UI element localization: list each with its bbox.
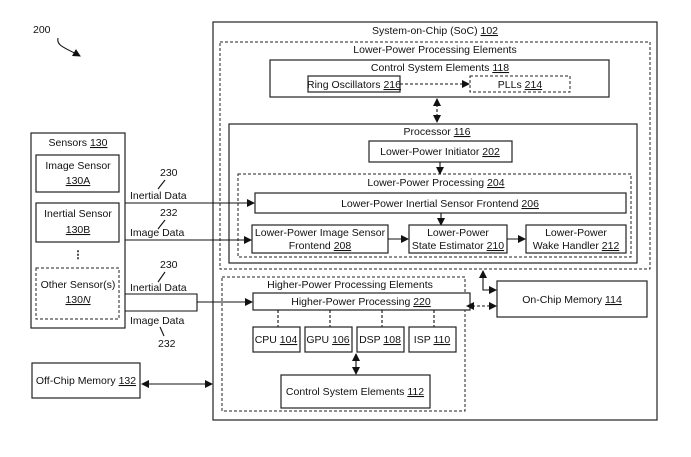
lpp-box [237, 173, 632, 258]
processor-title: Processor 116 [404, 126, 471, 138]
image-frontend-line1: Lower-Power Image Sensor [255, 227, 386, 239]
ref-232-bottom: 232 [158, 338, 176, 350]
hpp-label: Higher-Power Processing 220 [291, 296, 431, 308]
inertial-frontend-label: Lower-Power Inertial Sensor Frontend 206 [341, 198, 539, 210]
image-data-label-bottom: Image Data [130, 315, 184, 327]
inertial-sensor-box [35, 202, 120, 243]
control-system-112-box [280, 374, 431, 409]
ref-230-bottom: 230 [160, 259, 178, 271]
image-frontend-box [251, 224, 389, 254]
image-data-label-top: Image Data [130, 227, 184, 239]
lower-power-elements-box [219, 41, 651, 270]
cpu-box [252, 326, 301, 353]
wake-handler-line2: Wake Handler 212 [533, 240, 620, 252]
plls-label: PLLs 214 [498, 79, 543, 91]
inertial-data-label-bottom: Inertial Data [130, 282, 187, 294]
on-chip-memory-label: On-Chip Memory 114 [522, 294, 622, 306]
figure-ref-arrow [57, 37, 81, 57]
ref-230-bottom-leader [157, 271, 166, 283]
off-chip-memory-label: Off-Chip Memory 132 [36, 375, 136, 387]
ref-232-top-leader [157, 219, 166, 230]
hpp-box [252, 292, 471, 311]
inertial-sensor-line1: Inertial Sensor [44, 208, 112, 220]
image-sensor-line1: Image Sensor [45, 160, 111, 172]
lpp-title: Lower-Power Processing 204 [367, 177, 504, 189]
on-chip-memory-box [496, 280, 648, 318]
image-sensor-box [35, 154, 120, 193]
isp-box [408, 326, 457, 353]
sensors-title: Sensors 130 [49, 137, 108, 149]
ring-oscillators-label: Ring Oscillators 216 [307, 79, 401, 91]
lower-power-elements-title: Lower-Power Processing Elements [353, 44, 516, 56]
ref-230-top: 230 [160, 167, 178, 179]
gpu-box [304, 326, 353, 353]
state-estimator-line1: Lower-Power [427, 227, 489, 239]
image-frontend-line2: Frontend 208 [289, 240, 352, 252]
higher-power-elements-title: Higher-Power Processing Elements [267, 279, 433, 291]
inertial-data-label-top: Inertial Data [130, 190, 187, 202]
wake-handler-box [525, 224, 627, 254]
plls-box [469, 75, 571, 93]
other-sensors-line1: Other Sensor(s) [41, 279, 116, 291]
state-estimator-line2: State Estimator 210 [412, 240, 504, 252]
soc-title: System-on-Chip (SoC) 102 [372, 25, 498, 37]
off-chip-memory-box [31, 362, 141, 399]
inertial-sensor-num: 130B [66, 224, 91, 236]
image-sensor-num: 130A [66, 175, 91, 187]
ref-232-top: 232 [160, 207, 178, 219]
gpu-label: GPU 106 [306, 334, 349, 346]
other-sensors-box [35, 267, 120, 320]
dsp-box [356, 326, 405, 353]
lower-power-memory-arrow [479, 270, 497, 294]
cpu-label: CPU 104 [255, 334, 298, 346]
ref-232-bottom-leader [159, 326, 165, 337]
control-system-118-title: Control System Elements 118 [371, 62, 509, 74]
state-estimator-box [408, 224, 508, 254]
sensor-ellipsis: ⋮ [73, 249, 84, 261]
higher-power-elements-box [221, 276, 466, 412]
isp-label: ISP 110 [414, 334, 451, 346]
dsp-label: DSP 108 [359, 334, 401, 346]
figure-ref: 200 [33, 24, 51, 36]
other-sensors-num: 130N [65, 294, 91, 306]
ref-230-top-leader [157, 179, 166, 190]
other-sensor-data-bus [125, 293, 198, 312]
wake-handler-line1: Lower-Power [545, 227, 607, 239]
control-system-112-label: Control System Elements 112 [286, 386, 424, 398]
initiator-label: Lower-Power Initiator 202 [380, 146, 500, 158]
